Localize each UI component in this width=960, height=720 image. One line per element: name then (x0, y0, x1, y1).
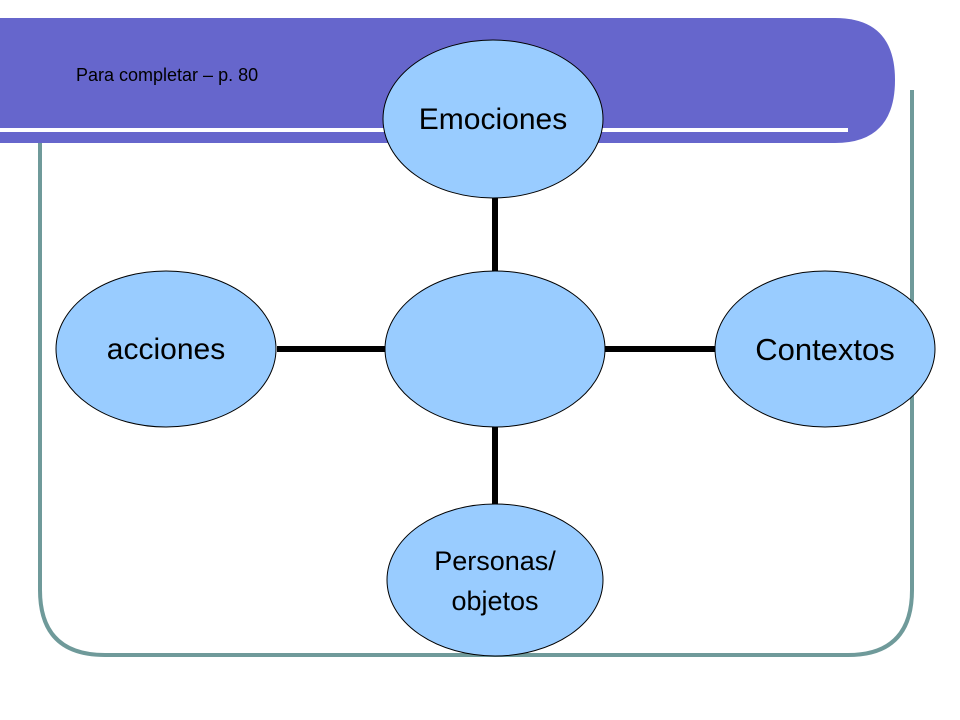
node-emociones-label: Emociones (419, 103, 567, 136)
node-acciones: acciones (55, 270, 277, 428)
node-acciones-label: acciones (107, 333, 225, 366)
node-personas-label-line-1: Personas/ (434, 546, 556, 576)
node-personas-label-line-2: objetos (451, 586, 538, 616)
node-contextos-label: Contextos (755, 332, 895, 367)
node-contextos: Contextos (714, 270, 936, 428)
node-emociones: Emociones (382, 39, 604, 199)
node-center (384, 270, 606, 428)
node-personas-objetos: Personas/ objetos (386, 503, 604, 657)
slide-subtitle: Para completar – p. 80 (76, 65, 258, 85)
